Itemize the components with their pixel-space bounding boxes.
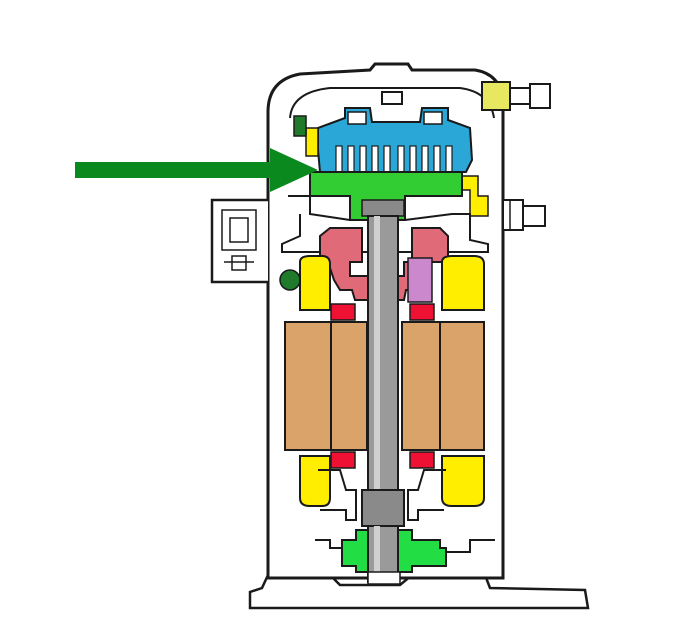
lower-bearing	[341, 529, 447, 573]
top-stub	[381, 91, 403, 105]
lower-bearing-frame	[318, 469, 446, 521]
terminal-box	[210, 198, 268, 284]
oil-sight-fitting	[279, 269, 301, 291]
lower-bracket-right	[446, 539, 495, 553]
suction-fitting	[502, 199, 546, 231]
oil-pickup	[367, 571, 401, 585]
counterweight	[407, 257, 433, 303]
winding-upper-left	[299, 255, 331, 311]
discharge-fitting	[481, 81, 551, 111]
crankshaft	[361, 199, 405, 583]
scroll-seal-right	[461, 175, 489, 217]
bearing-housing	[281, 195, 489, 253]
scroll-seal-left	[305, 127, 319, 157]
winding-lower-left	[299, 455, 331, 507]
lower-bracket-left	[315, 539, 342, 549]
check-valve	[293, 115, 307, 137]
winding-lower-right	[441, 455, 485, 507]
fixed-scroll-bolts	[347, 111, 443, 125]
compressor-base	[248, 566, 590, 610]
upper-rotor-ring-right	[409, 303, 435, 321]
motor-stator	[284, 321, 485, 451]
lower-rotor-ring-left	[330, 451, 356, 469]
winding-upper-right	[441, 255, 485, 311]
indicator-arrow	[75, 148, 318, 192]
lower-rotor-ring-right	[409, 451, 435, 469]
upper-rotor-ring-left	[330, 303, 356, 321]
